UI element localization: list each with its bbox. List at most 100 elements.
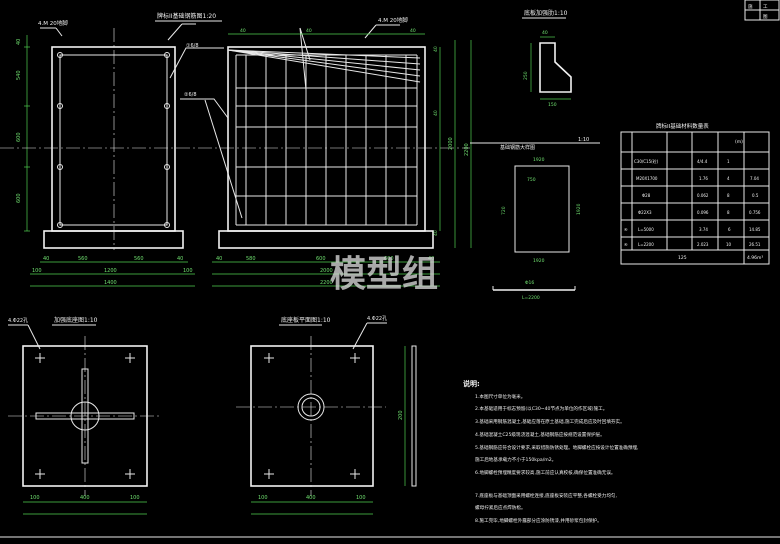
table-header: (m): [735, 139, 743, 145]
dim-text: 100: [130, 495, 140, 501]
dim-text: 720: [501, 206, 507, 215]
title-block-cell: 施: [748, 3, 753, 10]
table-cell: 1: [727, 159, 730, 164]
note-line: 4.基础混凝土C25级现浇混凝土,基础钢筋应按规范设置保护层。: [475, 431, 605, 438]
table-cell: ④: [624, 227, 628, 232]
dim-text: 2000: [320, 268, 333, 274]
material-table: 牌标II基础材料数量表 (m) C30/C15(砼) 4/4.4 1 M20X1…: [620, 122, 770, 265]
dim-text: 750: [527, 177, 536, 183]
note-line: 螺母拧紧后应点焊防松。: [475, 504, 526, 511]
rebar-detail: 基础钢筋大样图 1:10 1920 1920 720 1920 750 Φ16 …: [470, 137, 600, 301]
dim-text: 40: [433, 46, 439, 52]
table-total: 4.96m³: [747, 255, 763, 261]
dim-text: 2000: [448, 137, 454, 150]
dim-text: 400: [306, 495, 316, 501]
bolt-hole-mark: [35, 469, 45, 479]
table-cell: 7.04: [750, 176, 759, 181]
table-cell: 0.096: [697, 210, 709, 215]
side-base-slab: [218, 230, 434, 249]
note-line: 6.地脚螺栓预埋精度要求较高,施工前应认真校核,确保位置准确无误。: [475, 469, 616, 476]
leader-line: [180, 98, 229, 119]
table-cell: 1.76: [699, 176, 708, 181]
dim-text: 600: [16, 132, 22, 142]
dim-text: 40: [410, 28, 416, 34]
leader-line: [169, 47, 224, 79]
note-line: 8.施工完毕,地脚螺栓外露部分应涂防锈漆,并用砂浆包封保护。: [475, 517, 602, 524]
table-cell: 6: [728, 227, 731, 232]
dim-text: 1920: [576, 203, 582, 215]
anchor-hole-marker: [164, 52, 170, 58]
front-base-slab: [43, 230, 184, 249]
table-cell: 8: [727, 193, 730, 198]
right-plate-view: 底座板平面图1:10 4.Φ22孔 100 400 100 200: [236, 315, 417, 515]
dim-text: 1920: [533, 258, 545, 264]
table-cell: 26.51: [749, 242, 761, 247]
dim-text: 100: [32, 268, 42, 274]
dim-text: 600: [384, 256, 394, 262]
anchor-label: 4.M 20地脚: [38, 19, 68, 27]
anchor-hole-marker: [57, 164, 63, 170]
rebar-cage-outline: [514, 165, 570, 253]
dim-text: 40: [428, 256, 434, 262]
table-cell: 14.85: [749, 227, 761, 232]
table-cell: 4/4.4: [697, 159, 708, 164]
plate-title: 加强底座图1:10: [54, 316, 98, 324]
side-elevation-view: 4.M 20地脚 40 40 40 40 40 40 2000 2200 40 …: [212, 16, 472, 287]
dim-text: 580: [246, 256, 256, 262]
front-foundation-outline: [51, 46, 176, 232]
rebar-scale: 1:10: [578, 137, 589, 143]
dim-text: 40: [306, 28, 312, 34]
dim-text: 600: [316, 256, 326, 262]
table-cell: 10: [726, 242, 732, 247]
dim-text: 2200: [320, 280, 333, 286]
table-cell: ④: [624, 242, 628, 247]
table-cell: 0.756: [749, 210, 761, 215]
note-line: 5.基础钢筋应符合设计要求,采取措施防锈处理。地脚螺栓应按设计位置准确预埋,: [475, 444, 639, 451]
watermark-text: 模型组: [330, 254, 438, 295]
dim-text: 40: [240, 28, 246, 34]
note-line: 7.底座板与基础顶面采用螺栓连接,底座板安装应平整,各螺栓受力均匀,: [475, 492, 618, 499]
table-title: 牌标II基础材料数量表: [656, 122, 709, 130]
table-cell: 3.74: [699, 227, 708, 232]
anchor-hole-marker: [164, 222, 170, 228]
anchor-hole-marker: [164, 164, 170, 170]
table-cell: 2.023: [697, 242, 709, 247]
dim-text: 100: [183, 268, 193, 274]
dim-text: 1920: [533, 157, 545, 163]
dim-text: 40: [43, 256, 49, 262]
dim-text: 560: [134, 256, 144, 262]
bolt-hole-mark: [35, 353, 45, 363]
note-line: 3.基础采用钢筋混凝土,基础应落在原土基础,施工完成后应及时回填夯实。: [475, 418, 625, 425]
front-elevation-view: 4.M 20地脚 40 540 600 600 40 560 560 40 10…: [16, 19, 196, 287]
table-cell: 8: [727, 210, 730, 215]
note-line: 施工后地基承载力不小于150kpa/m2。: [475, 456, 556, 463]
anchor-hole-marker: [57, 52, 63, 58]
table-cell: M20X1700: [636, 176, 658, 181]
table-cell: C30/C15(砼): [634, 158, 659, 164]
anchor-hole-marker: [57, 103, 63, 109]
notes-heading: 说明:: [463, 379, 480, 388]
dim-text: 40: [216, 256, 222, 262]
plate-outline: [250, 345, 374, 487]
elevation-title: 牌标II基础钢筋图1:20: [157, 12, 216, 20]
bolt-hole-mark: [350, 353, 360, 363]
dim-text: 100: [30, 495, 40, 501]
table-cell: Φ22X3: [638, 210, 652, 215]
bar-label: ①6/8: [186, 43, 199, 49]
anchor-hole-marker: [164, 103, 170, 109]
dim-text: 40: [542, 30, 548, 36]
left-plate-view: 加强底座图1:10 4.Φ22孔 100 400 100: [8, 316, 160, 515]
bolt-hole-mark: [264, 353, 274, 363]
anchor-label: 4.M 20地脚: [378, 16, 408, 24]
dim-text: 100: [356, 495, 366, 501]
plate-side-profile: [411, 345, 417, 487]
bolt-hole-mark: [125, 353, 135, 363]
dim-text: Φ16: [525, 280, 534, 286]
plate-callout: 4.Φ22孔: [367, 315, 387, 322]
anchor-hole-marker: [57, 222, 63, 228]
rebar-title: 基础钢筋大样图: [500, 144, 535, 151]
dim-text: L=2200: [522, 295, 540, 301]
dim-text: 40: [16, 39, 22, 45]
dim-text: 40: [433, 110, 439, 116]
